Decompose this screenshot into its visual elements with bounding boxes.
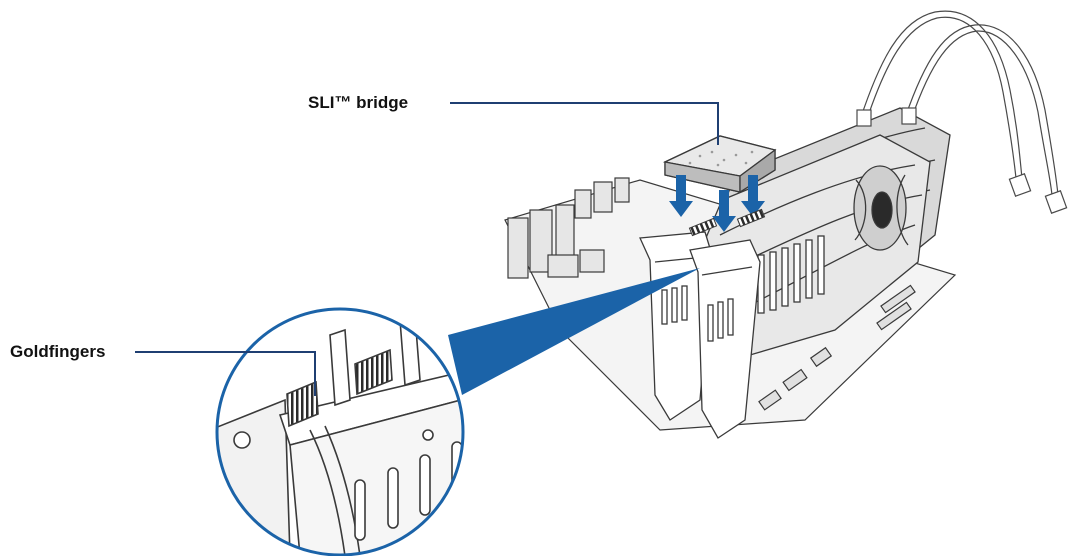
goldfingers-label: Goldfingers	[10, 342, 105, 362]
bracket-vents	[662, 286, 687, 324]
sli-bridge-callout-line	[450, 103, 718, 145]
magnified-detail-view	[210, 309, 480, 556]
bracket-vents	[708, 299, 733, 341]
sli-bridge-label: SLI™ bridge	[308, 93, 408, 113]
